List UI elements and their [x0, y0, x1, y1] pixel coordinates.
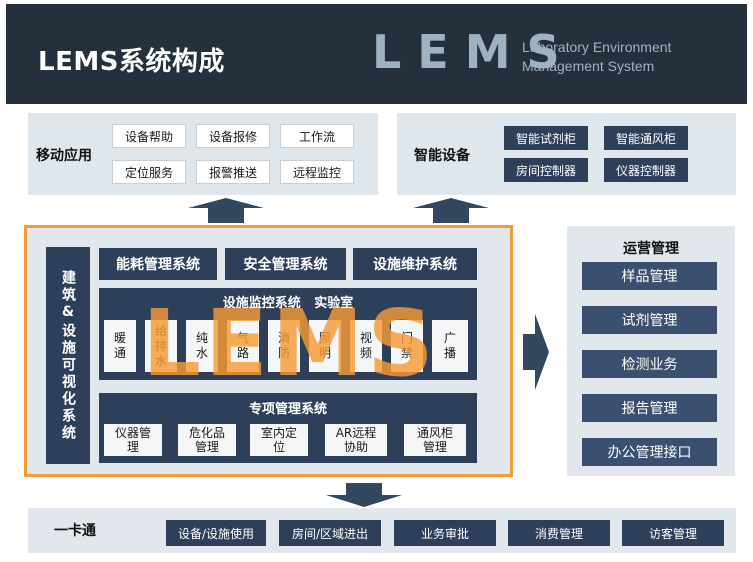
logo-subtitle-line-1: Laboratory Environment [522, 39, 672, 55]
ops-item-sample-management: 样品管理 [582, 262, 717, 290]
device-instrument-controller: 仪器控制器 [604, 158, 688, 182]
one-card-label: 一卡通 [54, 523, 96, 539]
device-room-controller: 房间控制器 [504, 158, 588, 182]
page-title: LEMS系统构成 [38, 47, 225, 77]
safety-management-system: 安全管理系统 [225, 248, 346, 280]
laboratory-label: 实验室 [314, 296, 354, 311]
monitor-item-pure-water: 纯 水 [186, 320, 218, 372]
ops-item-report-management: 报告管理 [582, 394, 717, 422]
right-arrow-icon [523, 314, 549, 390]
ops-item-testing-business: 检测业务 [582, 350, 717, 378]
energy-management-system: 能耗管理系统 [99, 248, 217, 280]
special-item-indoor-positioning: 室内定 位 [250, 424, 308, 456]
special-item-fume-hood-management: 通风柜 管理 [404, 424, 466, 456]
monitor-item-video: 视 频 [350, 320, 382, 372]
lems-logo-text: LEMS [372, 25, 576, 79]
facility-maintenance-system: 设施维护系统 [353, 248, 477, 280]
special-item-hazardous-chemicals: 危化品 管理 [178, 424, 236, 456]
mobile-item-device-repair: 设备报修 [196, 124, 270, 148]
building-visualization-system: 建筑&设施可视化系统 [46, 247, 90, 464]
monitor-item-access-control: 门 禁 [391, 320, 423, 372]
header-banner [6, 4, 747, 104]
device-smart-reagent-cabinet: 智能试剂柜 [504, 126, 588, 150]
card-item-consumption-management: 消费管理 [508, 520, 610, 546]
monitor-item-fire-protection: 消 防 [268, 320, 300, 372]
mobile-item-workflow: 工作流 [280, 124, 354, 148]
card-item-room-access: 房间/区域进出 [279, 520, 381, 546]
card-item-equipment-use: 设备/设施使用 [166, 520, 266, 546]
operations-title: 运营管理 [623, 241, 679, 257]
smart-devices-label: 智能设备 [414, 148, 470, 164]
facility-monitoring-title: 设施监控系统 实验室 [99, 292, 477, 311]
card-item-visitor-management: 访客管理 [622, 520, 724, 546]
special-item-instrument-management: 仪器管 理 [104, 424, 162, 456]
lems-watermark-logo: LEMS [142, 290, 438, 397]
ops-item-reagent-management: 试剂管理 [582, 306, 717, 334]
card-item-business-approval: 业务审批 [394, 520, 496, 546]
special-management-title: 专项管理系统 [248, 402, 327, 417]
mobile-item-device-help: 设备帮助 [112, 124, 186, 148]
ops-item-office-interface: 办公管理接口 [582, 438, 717, 466]
down-arrow-icon [326, 483, 402, 507]
monitor-item-water-supply-drainage: 给 排 水 [145, 320, 177, 372]
one-card-panel [28, 508, 736, 553]
up-arrow-icon [188, 198, 264, 223]
mobile-item-remote-monitor: 远程监控 [280, 160, 354, 184]
mobile-item-alarm-push: 报警推送 [196, 160, 270, 184]
logo-subtitle-line-2: Management System [522, 58, 655, 74]
monitor-item-hvac: 暖 通 [104, 320, 136, 372]
up-arrow-icon [413, 198, 489, 223]
monitoring-system-label: 设施监控系统 [222, 296, 301, 311]
mobile-item-location-service: 定位服务 [112, 160, 186, 184]
special-item-ar-remote-assist: AR远程 协助 [325, 424, 387, 456]
monitor-item-lighting: 照 明 [309, 320, 341, 372]
monitor-item-gas-lines: 气 路 [227, 320, 259, 372]
device-smart-fume-hood: 智能通风柜 [604, 126, 688, 150]
mobile-apps-label: 移动应用 [36, 148, 92, 164]
monitor-item-broadcast: 广 播 [432, 320, 468, 372]
